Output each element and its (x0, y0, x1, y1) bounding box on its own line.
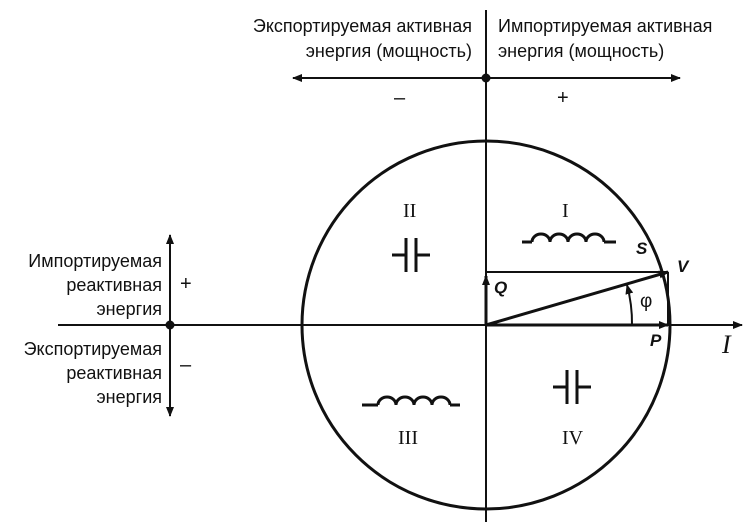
phi-angle-arc (625, 284, 634, 326)
left-origin-dot (165, 320, 175, 330)
p-vector-label: P (650, 331, 662, 350)
import-reactive-label-line-2: реактивная (66, 275, 162, 295)
quadrant-label-4: IV (562, 427, 584, 449)
import-reactive-label-line-1: Импортируемая (28, 251, 162, 271)
export-reactive-sign: – (180, 354, 192, 376)
export-reactive-label-line-1: Экспортируемая (23, 339, 162, 359)
top-origin-dot (481, 73, 491, 83)
import-active-sign: + (557, 87, 569, 109)
quadrant-label-2: II (403, 200, 417, 222)
current-axis-label: I (722, 330, 731, 359)
s-vector (485, 270, 669, 327)
import-active-label-line-2: энергия (мощность) (498, 41, 665, 61)
export-active-label-line-2: энергия (мощность) (305, 41, 472, 61)
import-active-label-line-1: Импортируемая активная (498, 16, 713, 36)
export-reactive-label-line-2: реактивная (66, 363, 162, 383)
inductor-icon (522, 232, 616, 244)
inductor-icon (362, 395, 460, 407)
v-point-label: V (677, 257, 689, 276)
quadrant-label-1: I (562, 200, 569, 222)
export-reactive-label-line-3: энергия (96, 387, 162, 407)
capacitor-icon (392, 238, 430, 272)
import-reactive-label-line-3: энергия (96, 299, 162, 319)
phi-angle-label: φ (640, 291, 653, 312)
capacitor-icon (553, 370, 591, 404)
quadrant-label-3: III (398, 427, 418, 449)
export-active-label-line-1: Экспортируемая активная (252, 16, 472, 36)
export-active-sign: – (394, 87, 406, 109)
import-reactive-sign: + (180, 273, 192, 295)
q-vector-label: Q (494, 278, 508, 297)
s-vector-label: S (636, 239, 648, 258)
